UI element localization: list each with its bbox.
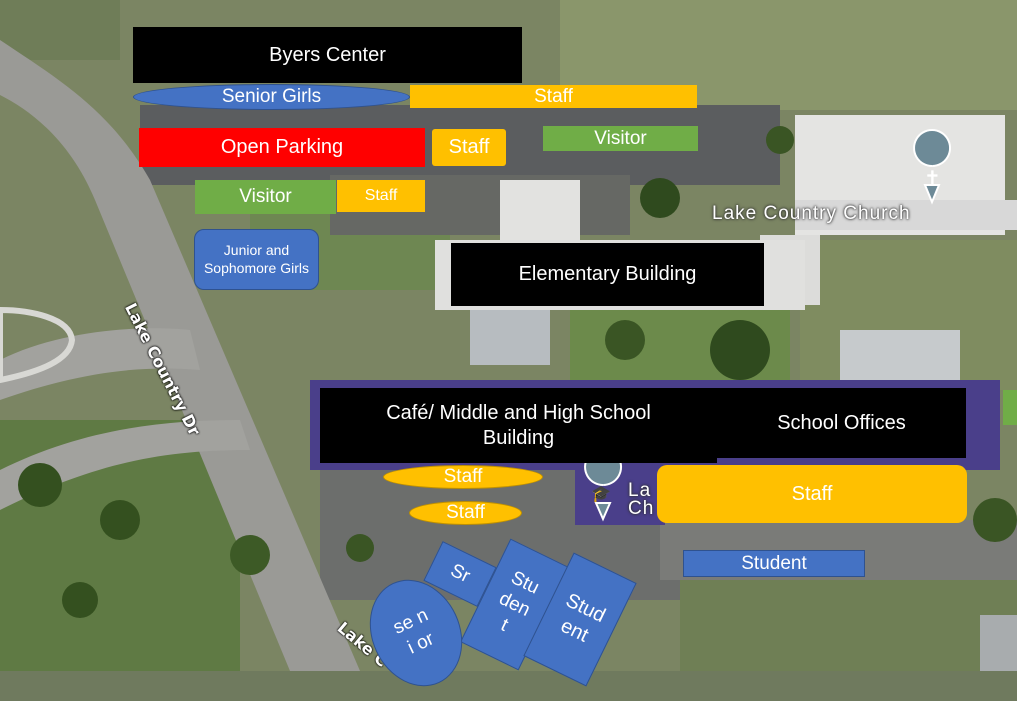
staff-parking-small: Staff [432, 129, 506, 166]
cafe-middle-high-building-label: Café/ Middle and High School Building [320, 388, 717, 463]
senior-girls-parking: Senior Girls [133, 84, 410, 110]
staff-parking-top: Staff [410, 85, 697, 108]
junior-sophomore-girls-parking: Junior and Sophomore Girls [194, 229, 319, 290]
visitor-parking-right: Visitor [543, 126, 698, 151]
student-parking-right: Student [683, 550, 865, 577]
church-pin-icon: ✝ [924, 168, 941, 190]
byers-center-label: Byers Center [133, 27, 522, 83]
church-label-cut-2: Ch [628, 498, 655, 519]
elementary-building-label: Elementary Building [451, 243, 764, 306]
staff-oval-2: Staff [409, 501, 522, 525]
staff-parking-big: Staff [657, 465, 967, 523]
visitor-parking-left: Visitor [195, 180, 336, 214]
staff-oval-1: Staff [383, 465, 543, 489]
staff-parking-left: Staff [337, 180, 425, 212]
graduation-cap-icon: 🎓 [591, 486, 611, 503]
church-label-cut-1: La [628, 480, 652, 501]
open-parking-zone: Open Parking [139, 128, 425, 167]
church-label: Lake Country Church [712, 203, 911, 224]
school-offices-label: School Offices [717, 388, 966, 458]
